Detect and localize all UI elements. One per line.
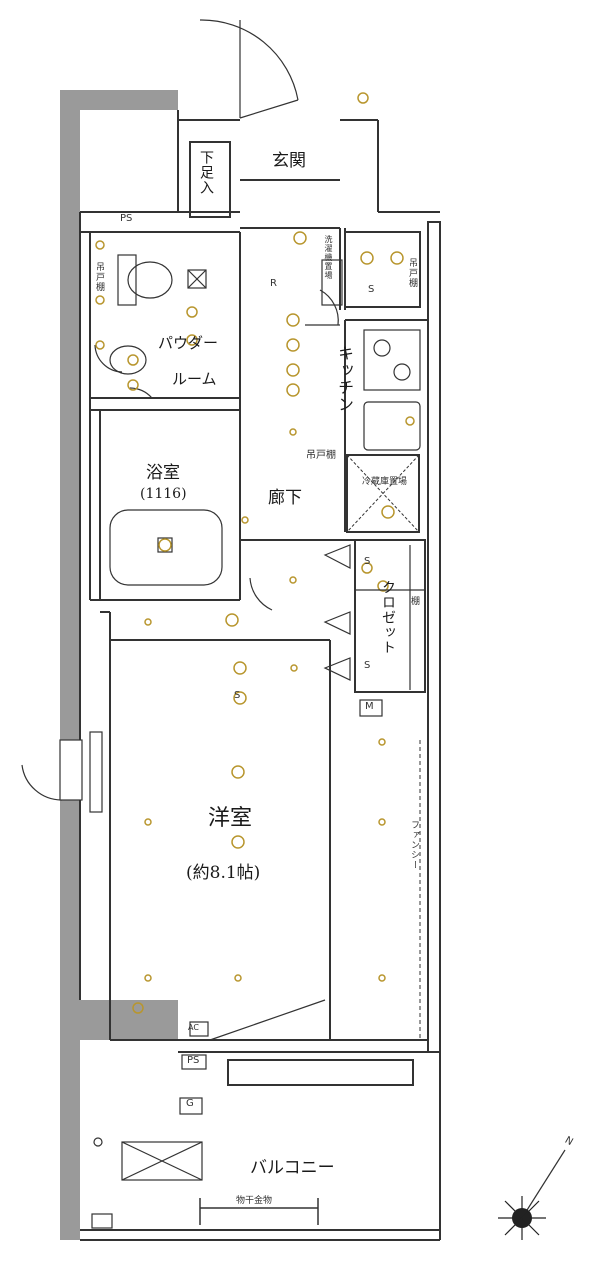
- powder-room-label-1: パウダー: [158, 334, 219, 352]
- ps-top-label: PS: [120, 213, 133, 224]
- western-room-size: (約8.1帖): [186, 863, 261, 883]
- fan-shelf-label: ファンシー: [409, 820, 419, 870]
- storage-s3: S: [364, 660, 371, 671]
- bathroom-label: 浴室: [146, 463, 180, 483]
- light-fixtures: [95, 92, 415, 1014]
- getabako-label: 下足入: [198, 150, 214, 195]
- closet-markers: [323, 544, 425, 690]
- hanging-shelf-left-label: 吊戸棚: [94, 262, 104, 292]
- powder-room-label-2: ルーム: [172, 370, 217, 388]
- hallway-label: 廊下: [268, 488, 302, 508]
- ac-label: AC: [188, 1023, 199, 1032]
- compass: [498, 1149, 566, 1240]
- exterior-walls: [60, 90, 178, 1240]
- western-room-label: 洋室: [208, 806, 253, 831]
- washing-machine-label: 洗濯機置場: [324, 235, 333, 280]
- closet-label: クロゼット: [380, 580, 396, 655]
- refrigerator-symbol: R: [270, 278, 277, 289]
- left-window: [59, 731, 103, 813]
- bathroom-size: (1116): [140, 486, 187, 502]
- genkan-label: 玄関: [272, 151, 306, 171]
- fridge-label: 冷蔵庫置場: [362, 477, 408, 487]
- gas-label: G: [186, 1098, 194, 1109]
- hanging-shelf-right-label: 吊戸棚: [407, 258, 417, 288]
- drying-hardware: [199, 1198, 319, 1225]
- storage-s4: S: [234, 690, 241, 701]
- storage-s1: S: [368, 284, 375, 295]
- kitchen-label: キッチン: [335, 345, 354, 413]
- meter-label: M: [365, 701, 374, 712]
- ps-bottom-label: PS: [187, 1055, 200, 1066]
- interior-walls: [79, 110, 441, 1241]
- hanging-shelf-top-label: 吊戸棚: [306, 450, 336, 461]
- fixtures: [91, 254, 421, 1229]
- drying-hardware-label: 物干金物: [236, 1196, 273, 1206]
- storage-s2: S: [364, 556, 371, 567]
- shelf-right-label: 棚: [409, 596, 419, 606]
- balcony-label: バルコニー: [250, 1158, 335, 1178]
